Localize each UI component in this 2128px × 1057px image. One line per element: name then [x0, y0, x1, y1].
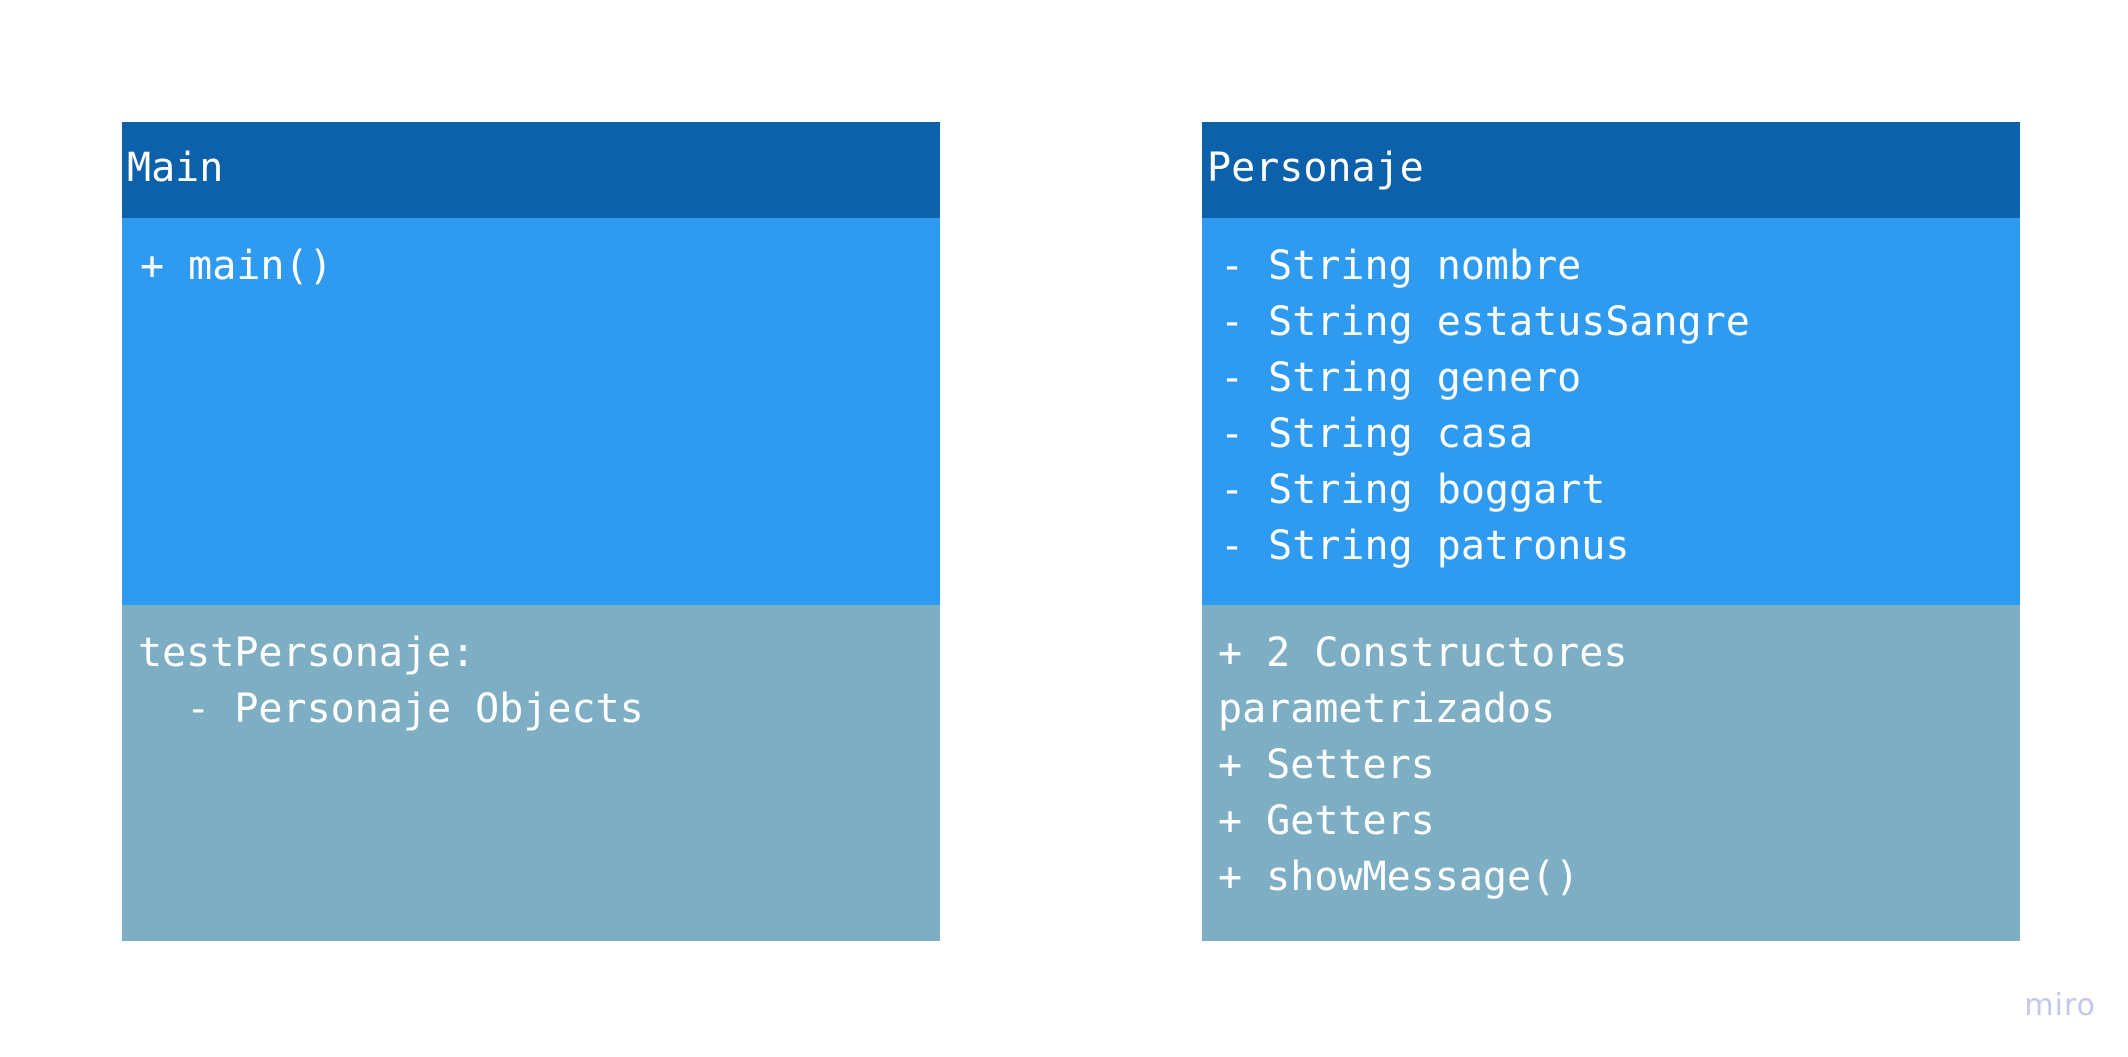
class-header: Main	[122, 122, 940, 218]
miro-watermark: miro	[2024, 988, 2096, 1023]
class-name: Main	[127, 145, 224, 191]
method-line: - Personaje Objects	[138, 686, 644, 732]
method-line: + 2 Constructores	[1218, 630, 1628, 676]
methods-section: + 2 Constructores parametrizados + Sette…	[1202, 605, 2020, 941]
attribute-line: - String genero	[1220, 355, 1582, 401]
class-box-main[interactable]: Main + main() testPersonaje: - Personaje…	[122, 122, 940, 941]
class-header: Personaje	[1202, 122, 2020, 218]
attribute-line: - String casa	[1220, 411, 1534, 457]
attribute-line: - String estatusSangre	[1220, 299, 1750, 345]
method-line: parametrizados	[1218, 686, 1556, 732]
class-name: Personaje	[1207, 145, 1424, 191]
method-line: + showMessage()	[1218, 854, 1580, 900]
attribute-line: - String nombre	[1220, 243, 1582, 289]
method-line: + Setters	[1218, 742, 1435, 788]
attribute-line: - String boggart	[1220, 467, 1606, 513]
attribute-line: + main()	[140, 243, 333, 289]
attributes-section: + main()	[122, 218, 940, 605]
attribute-line: - String patronus	[1220, 523, 1630, 569]
method-line: testPersonaje:	[138, 630, 476, 676]
method-line: + Getters	[1218, 798, 1435, 844]
attributes-section: - String nombre - String estatusSangre -…	[1202, 218, 2020, 605]
class-box-personaje[interactable]: Personaje - String nombre - String estat…	[1202, 122, 2020, 941]
methods-section: testPersonaje: - Personaje Objects	[122, 605, 940, 941]
